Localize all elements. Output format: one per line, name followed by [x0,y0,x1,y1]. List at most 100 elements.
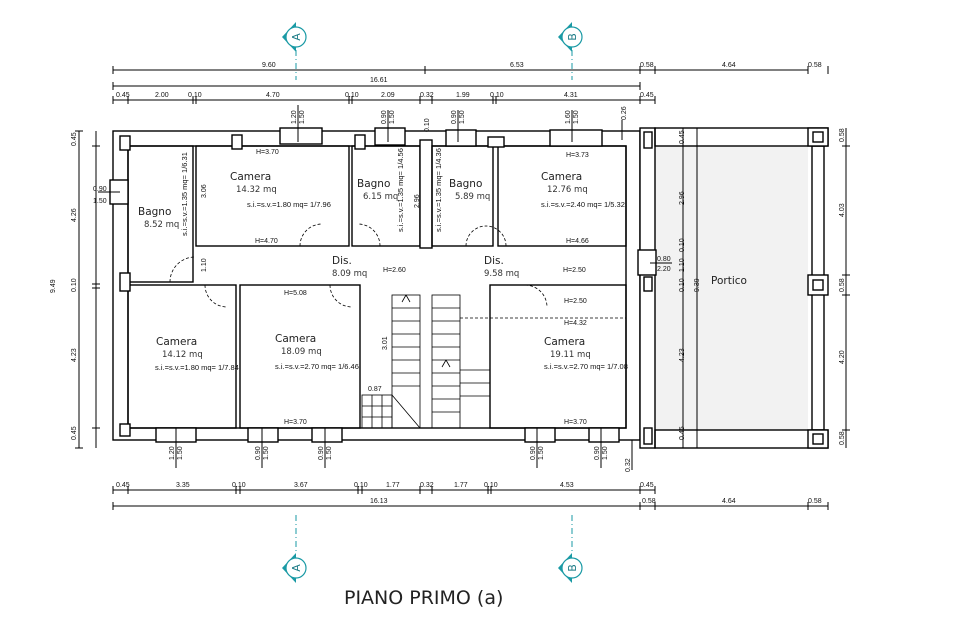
dimension-label: 0.45 [71,426,78,440]
dimension-label: 0.10 [345,92,359,99]
height-label: H=5.08 [284,290,307,297]
dimension-label: 1.50 [573,110,580,124]
portico-floor [655,146,808,430]
dimension-label: 2.00 [155,92,169,99]
room-area: 8.09 mq [332,269,367,279]
room-ratio: s.i.=s.v.=1.35 mq= 1/6.31 [180,152,189,236]
door-swings [169,223,548,308]
section-marker-label: B [566,564,579,572]
dimension-label: 4.64 [722,498,736,505]
room-name: Bagno [449,178,482,190]
room-area: 5.89 mq [455,192,490,202]
dimension-label: 0.90 [594,446,601,460]
dimension-label: 0.45 [679,130,686,144]
dimension-label: 0.10 [490,92,504,99]
height-label: H=3.70 [564,419,587,426]
room-area: 14.32 mq [236,185,277,195]
room-ratio: s.i.=s.v.=2.70 mq= 1/7.08 [544,362,628,371]
dimension-label: 0.58 [642,498,656,505]
room-area: 9.58 mq [484,269,519,279]
room-name: Dis. [484,255,504,267]
dimension-label: 0.58 [839,278,846,292]
dimension-label: 0.10 [679,238,686,252]
dimension-label: 0.10 [354,482,368,489]
dimension-label: 0.45 [679,426,686,440]
room-area: 19.11 mq [550,350,591,360]
portico-structure [654,127,829,449]
dimension-label: 4.03 [839,203,846,217]
dimension-label: 4.70 [266,92,280,99]
dimension-label: 0.45 [116,92,130,99]
dimension-label: 0.10 [424,118,431,132]
dimension-label: 0.80 [657,256,671,263]
dimension-label: 1.77 [386,482,400,489]
room-ratio: s.i.=s.v.=1.35 mq= 1/4.56 [396,148,405,232]
height-label: H=3.73 [566,152,589,159]
dimension-label: 0.90 [318,446,325,460]
dimension-label: 2.20 [657,266,671,273]
dimension-label: 0.10 [484,482,498,489]
height-label: H=4.66 [566,238,589,245]
dimension-label: 1.20 [291,110,298,124]
dimension-label: 0.90 [93,186,107,193]
dimension-label: 3.35 [176,482,190,489]
dimension-label: 0.32 [625,458,632,472]
dimension-label: 1.50 [538,446,545,460]
height-label: H=2.50 [564,298,587,305]
dimension-label: 0.87 [368,386,382,393]
dimension-label: 2.96 [679,191,686,205]
dimension-label: 0.90 [381,110,388,124]
room-name: Dis. [332,255,352,267]
dimension-label: 4.23 [679,348,686,362]
room-name: Bagno [357,178,390,190]
height-label: H=3.70 [256,149,279,156]
dimension-label: 16.13 [370,498,388,505]
room-ratio: s.i.=s.v.=2.70 mq= 1/6.46 [275,362,359,371]
room-name: Bagno [138,206,171,218]
section-marker-a-bottom: A [282,553,307,583]
room-ratio: s.i.=s.v.=1.80 mq= 1/7.84 [155,363,239,372]
dimension-label: 16.61 [370,77,388,84]
dimension-label: 0.26 [621,106,628,120]
dimension-label: 1.50 [602,446,609,460]
dimension-label: 0.58 [640,62,654,69]
dimension-label: 1.10 [679,258,686,272]
dimension-label: 1.99 [456,92,470,99]
dimension-lines [75,66,850,510]
section-marker-b-top: B [558,22,583,52]
room-name: Camera [541,171,582,183]
dimension-label: 0.58 [808,498,822,505]
section-marker-a-top: A [282,22,307,52]
dimension-label: 1.77 [454,482,468,489]
dimension-label: 4.20 [839,350,846,364]
room-area: 6.15 mq [363,192,398,202]
height-label: H=3.70 [284,419,307,426]
dimension-label: 0.45 [116,482,130,489]
room-area: 12.76 mq [547,185,588,195]
dimension-label: 1.50 [326,446,333,460]
dimension-label: 1.50 [459,110,466,124]
dimension-label: 1.50 [263,446,270,460]
dimension-label: 4.64 [722,62,736,69]
section-marker-label: B [566,33,579,41]
room-name: Portico [711,275,747,287]
dimension-label: 1.20 [169,446,176,460]
dimension-label: 0.32 [420,92,434,99]
dimension-label: 4.31 [564,92,578,99]
dimension-label: 3.67 [294,482,308,489]
staircase [361,294,626,429]
dimension-label: 0.10 [679,278,686,292]
section-marker-label: A [290,564,303,572]
room-ratio: s.i.=s.v.=1.35 mq= 1/4.36 [434,148,443,232]
dimension-label: 0.32 [420,482,434,489]
dimension-label: 6.53 [510,62,524,69]
room-name: Camera [544,336,585,348]
dimension-label: 2.09 [381,92,395,99]
dimension-label: 4.53 [560,482,574,489]
dimension-label: 1.50 [299,110,306,124]
height-label: H=2.50 [563,267,586,274]
dimension-label: 0.45 [640,92,654,99]
dimension-label: 0.90 [255,446,262,460]
dimension-label: 1.50 [93,198,107,205]
